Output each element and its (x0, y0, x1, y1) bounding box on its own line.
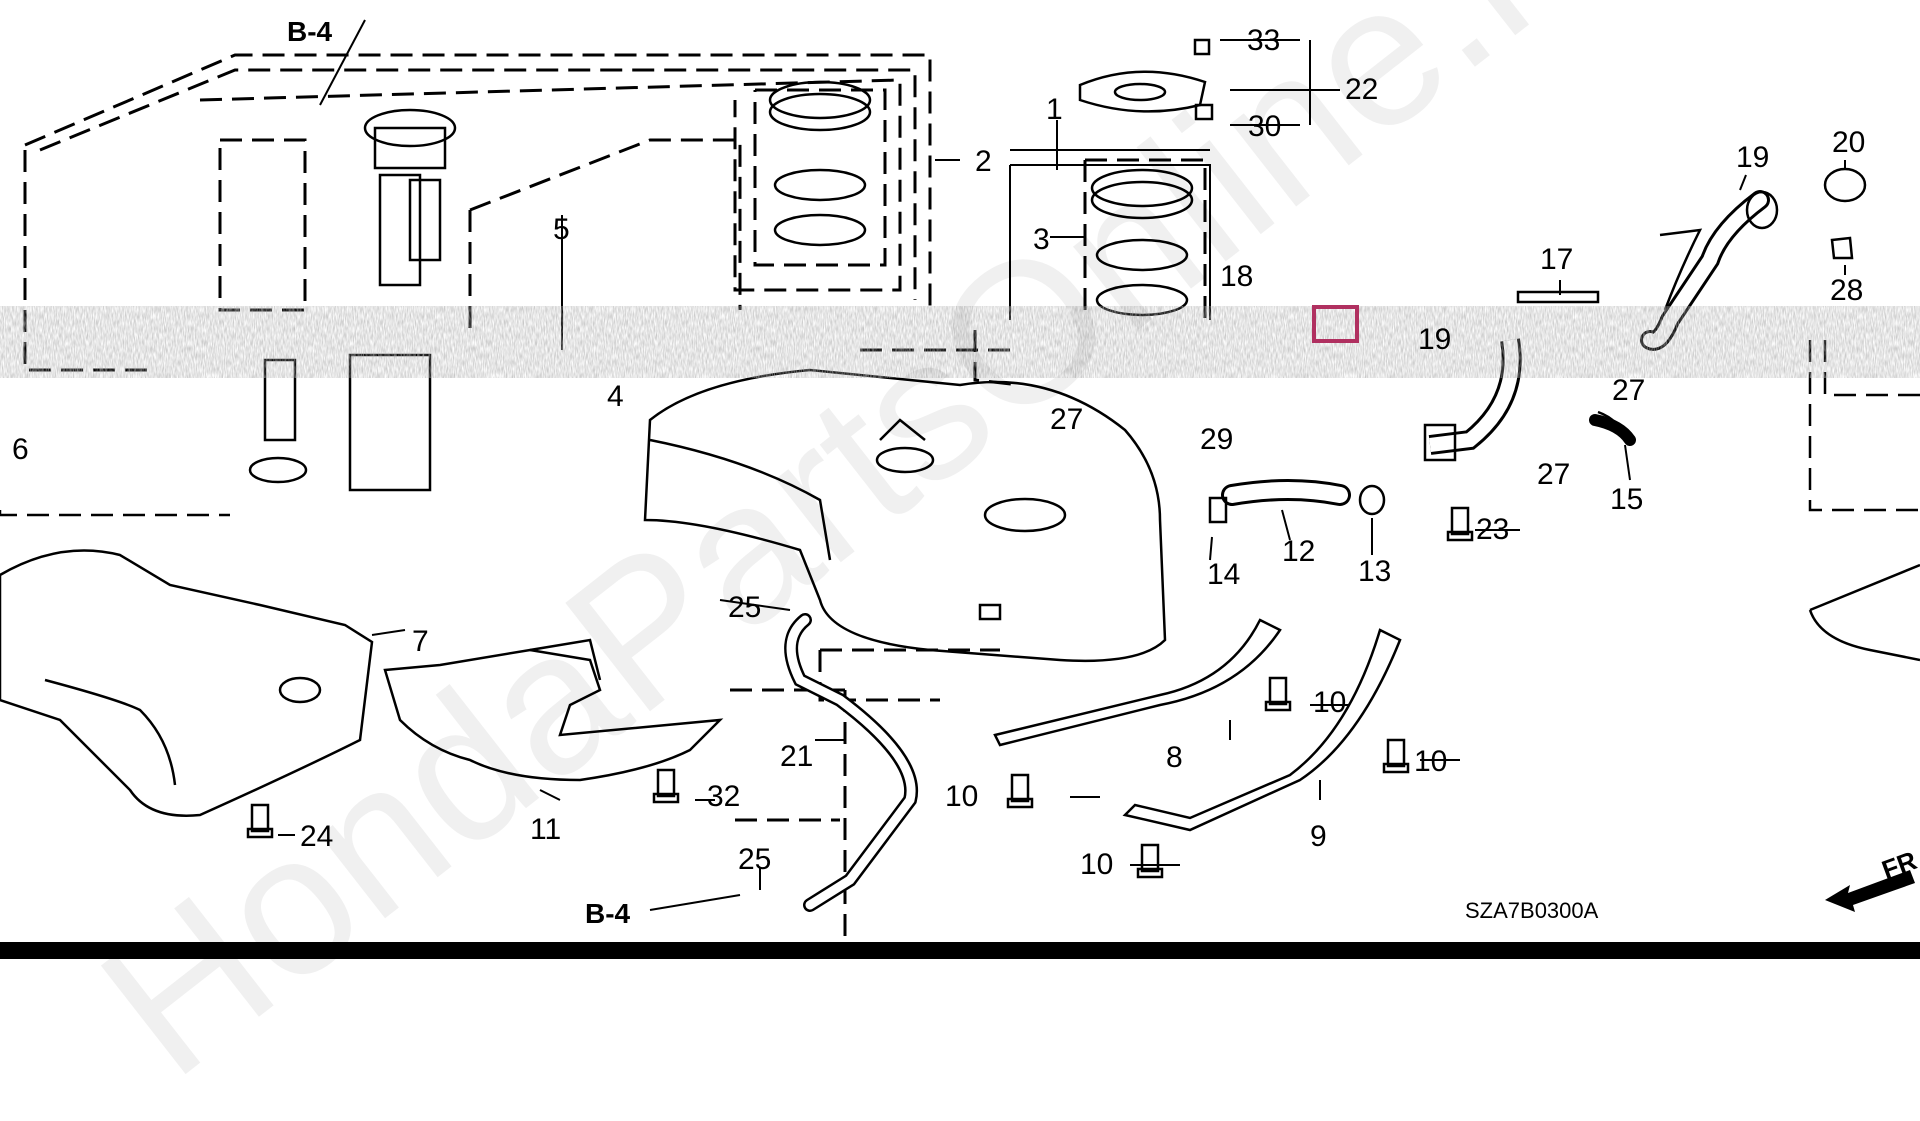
part-label[interactable]: 20 (1832, 126, 1866, 159)
part-label[interactable]: 27 (1050, 403, 1084, 436)
part-label[interactable]: 29 (1200, 423, 1234, 456)
part-label[interactable]: 12 (1282, 535, 1316, 568)
part-label[interactable]: 24 (300, 820, 334, 853)
part-label[interactable]: 15 (1610, 483, 1644, 516)
part-label[interactable]: 32 (707, 780, 741, 813)
part-label[interactable]: 13 (1358, 555, 1392, 588)
bottom-bar (0, 942, 1920, 959)
front-arrow-icon (1825, 870, 1915, 912)
part-label[interactable]: 19 (1418, 323, 1452, 356)
part-label[interactable]: 33 (1247, 24, 1281, 57)
bolt-icons (246, 38, 1474, 879)
part-label[interactable]: 27 (1612, 374, 1646, 407)
part-label[interactable]: 4 (607, 380, 624, 413)
dashed-outline-assembly (24, 53, 932, 310)
part-label[interactable]: 2 (975, 145, 992, 178)
part-label[interactable]: 28 (1830, 274, 1864, 307)
part-label[interactable]: 6 (12, 433, 29, 466)
diagram-code: SZA7B0300A (1465, 898, 1599, 923)
part-label[interactable]: 10 (945, 780, 979, 813)
part-label[interactable]: 25 (738, 843, 772, 876)
highlight-box (1312, 305, 1359, 343)
part-label[interactable]: 10 (1414, 745, 1448, 778)
fuel-tank-exploded-view (0, 19, 1920, 945)
part-label[interactable]: 18 (1220, 260, 1254, 293)
part-label[interactable]: 30 (1248, 110, 1282, 143)
part-label[interactable]: 17 (1540, 243, 1574, 276)
part-label[interactable]: 10 (1313, 686, 1347, 719)
part-label[interactable]: 7 (412, 625, 429, 658)
part-label[interactable]: 5 (553, 213, 570, 246)
part-label[interactable]: 10 (1080, 848, 1114, 881)
part-label[interactable]: 9 (1310, 820, 1327, 853)
part-label[interactable]: 19 (1736, 141, 1770, 174)
part-label[interactable]: 22 (1345, 73, 1379, 106)
part-label[interactable]: 27 (1537, 458, 1571, 491)
part-label[interactable]: 1 (1046, 93, 1063, 126)
ref-label-b4-bottom[interactable]: B-4 (585, 898, 631, 929)
part-label[interactable]: 21 (780, 740, 814, 773)
part-label[interactable]: 3 (1033, 223, 1050, 256)
scan-noise-band (0, 312, 1920, 372)
part-label[interactable]: 11 (530, 813, 562, 846)
ref-label-b4-top[interactable]: B-4 (287, 16, 333, 47)
part-label[interactable]: 25 (728, 591, 762, 624)
part-label[interactable]: 14 (1207, 558, 1241, 591)
part-label[interactable]: 23 (1476, 513, 1510, 546)
part-label[interactable]: 8 (1166, 741, 1183, 774)
